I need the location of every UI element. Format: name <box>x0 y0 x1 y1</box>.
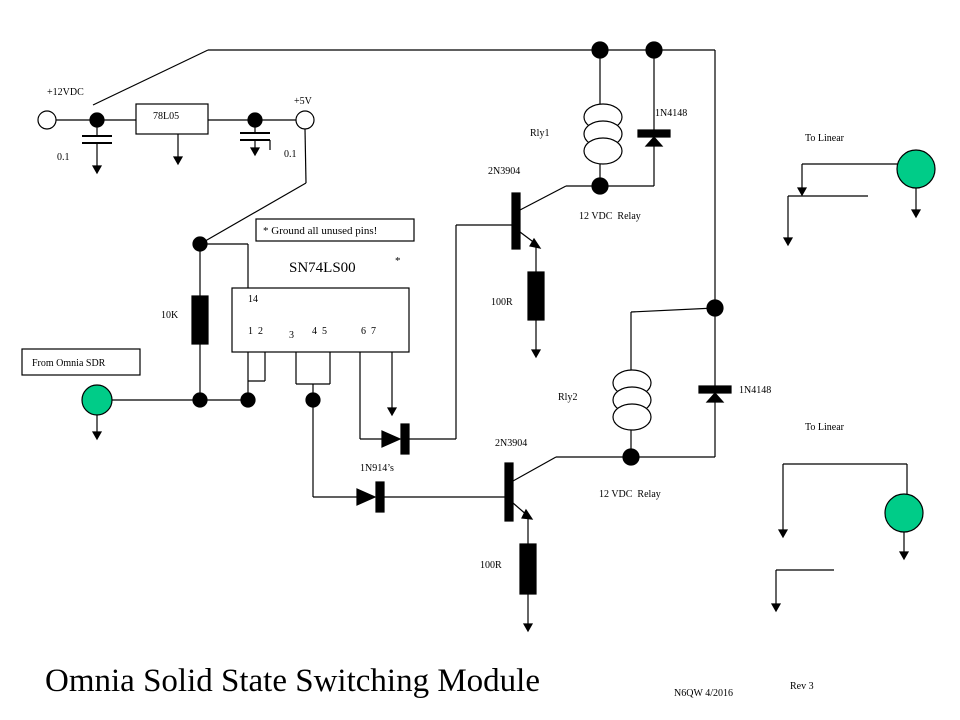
label-signal-diodes: 1N914’s <box>360 463 394 474</box>
pullup-section <box>191 236 249 400</box>
sdr-input-line <box>81 384 321 441</box>
ground-arrow <box>91 431 103 441</box>
ground-arrow <box>522 623 534 633</box>
ground-note-box <box>255 218 415 242</box>
ic-pin14: 14 <box>248 294 258 305</box>
signal-diode-2 <box>356 481 505 513</box>
label-r-base2: 100R <box>480 560 502 571</box>
plus12v-terminal <box>37 110 57 130</box>
label-transistor1: 2N3904 <box>488 166 520 177</box>
linear-connector-2 <box>884 493 924 533</box>
label-rly1: Rly1 <box>530 128 549 139</box>
ic-name: SN74LS00 <box>289 260 356 276</box>
label-r-base1: 100R <box>491 297 513 308</box>
label-to-linear-2: To Linear <box>805 422 845 433</box>
resistor-100r-1 <box>527 271 545 321</box>
ic-pin3: 3 <box>289 330 294 341</box>
label-relay1-desc: 12 VDC Relay <box>579 211 641 222</box>
power-input-section <box>37 103 315 245</box>
diode-1n4148-2 <box>698 385 732 394</box>
ic-sn74ls00 <box>231 287 410 353</box>
junction-dot <box>192 392 208 408</box>
linear-output-2 <box>770 463 924 613</box>
ic-pins-4-5: 4 5 <box>312 326 327 337</box>
ground-arrow <box>249 147 261 157</box>
resistor-10k <box>191 295 209 345</box>
label-to-linear-1: To Linear <box>805 133 845 144</box>
label-relay2-desc: 12 VDC Relay <box>599 489 661 500</box>
label-diode2: 1N4148 <box>739 385 771 396</box>
label-12v: +12VDC <box>47 87 84 98</box>
ground-arrow <box>91 165 103 175</box>
resistor-100r-2 <box>519 543 537 595</box>
plus5v-terminal <box>295 110 315 130</box>
junction-dot <box>305 392 321 408</box>
label-rly2: Rly2 <box>558 392 577 403</box>
regulator-78l05 <box>135 103 209 135</box>
from-sdr-label: From Omnia SDR <box>32 358 106 369</box>
ic-pin-wiring <box>247 352 398 498</box>
label-cap-right: 0.1 <box>284 149 297 160</box>
ground-arrow <box>530 349 542 359</box>
revision: Rev 3 <box>790 681 814 692</box>
label-5v: +5V <box>294 96 313 107</box>
relay-1 <box>566 41 671 195</box>
page-title: Omnia Solid State Switching Module <box>45 663 540 699</box>
ic-pins-1-2: 1 2 <box>248 326 263 337</box>
ground-arrow <box>172 156 184 166</box>
ic-star: * <box>395 255 401 267</box>
signal-diode-1 <box>381 224 512 455</box>
ic-pins-6-7: 6 7 <box>361 326 376 337</box>
label-regulator: 78L05 <box>153 111 179 122</box>
ground-arrow <box>386 407 398 417</box>
linear-connector-1 <box>896 149 936 189</box>
linear-output-1 <box>782 149 936 247</box>
top-supply-wire <box>92 49 716 308</box>
label-10k: 10K <box>161 310 179 321</box>
transistor-1 <box>511 185 567 359</box>
ground-note-text: * Ground all unused pins! <box>263 225 377 237</box>
relay-2 <box>556 299 732 466</box>
label-diode1: 1N4148 <box>655 108 687 119</box>
diode-1n4148-1 <box>637 129 671 138</box>
label-cap-left: 0.1 <box>57 152 70 163</box>
author-date: N6QW 4/2016 <box>674 688 733 699</box>
sdr-input-connector <box>81 384 113 416</box>
junction-dot <box>240 392 256 408</box>
from-sdr-box <box>21 348 141 376</box>
label-transistor2: 2N3904 <box>495 438 527 449</box>
transistor-2 <box>504 456 557 633</box>
